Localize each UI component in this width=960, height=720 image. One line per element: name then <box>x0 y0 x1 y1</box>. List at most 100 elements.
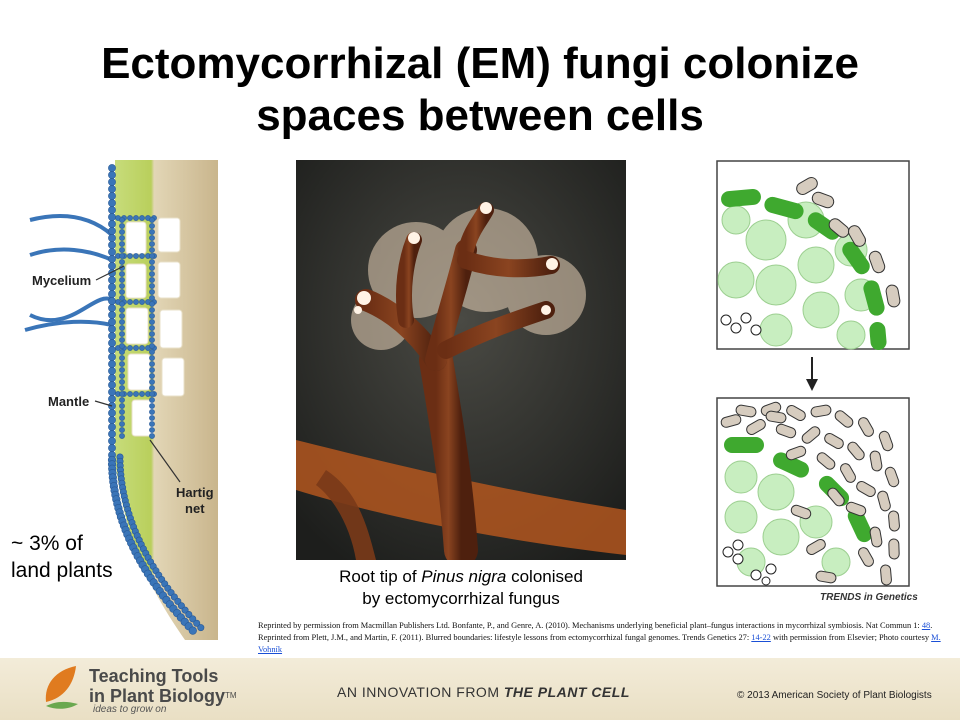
fungal-cell <box>847 441 865 461</box>
fungal-bead <box>119 337 125 343</box>
fungal-cell <box>790 504 812 520</box>
fungal-cell <box>765 410 787 424</box>
fungal-cell <box>880 564 892 586</box>
fungal-bead <box>108 416 116 424</box>
fungal-bead <box>149 277 155 283</box>
label-mantle: Mantle <box>48 394 90 409</box>
fungal-bead <box>108 297 116 305</box>
fungal-cell <box>720 414 742 428</box>
lower-root <box>316 470 376 560</box>
fungal-bead <box>127 345 133 351</box>
fungal-bead <box>108 444 116 452</box>
credit-link-nat-commun[interactable]: 48 <box>921 621 931 630</box>
fungal-hyphae-green <box>721 188 887 350</box>
fungal-cell <box>840 463 856 483</box>
mycelium-hyphae <box>24 213 114 332</box>
fungal-bead <box>149 289 155 295</box>
slide-title-line-2: spaces between cells <box>256 91 704 140</box>
fungal-bead <box>108 360 116 368</box>
fungal-cell <box>810 404 832 418</box>
fungal-bead <box>119 343 125 349</box>
fungal-bead <box>149 271 155 277</box>
fungal-bead <box>149 307 155 313</box>
fungal-bead <box>108 332 116 340</box>
fungal-bead <box>108 276 116 284</box>
fungal-bead <box>149 415 155 421</box>
credit-link-photographer[interactable]: M. Vohník <box>258 633 941 654</box>
label-hartig-line-1: Hartig <box>176 485 214 500</box>
fungal-bead <box>119 421 125 427</box>
fungal-bead <box>149 265 155 271</box>
label-hartig-line-2: net <box>185 501 205 516</box>
caption-species: Pinus nigra <box>421 567 507 586</box>
fungal-bead <box>119 229 125 235</box>
fungal-cell <box>786 405 806 421</box>
fungal-bead <box>133 253 139 259</box>
fungal-cell <box>858 547 874 567</box>
fungal-bead <box>189 615 197 623</box>
slide-title-line-1: Ectomycorrhizal (EM) fungi colonize <box>101 39 859 88</box>
fungal-cell <box>834 410 854 428</box>
fungal-bead <box>149 247 155 253</box>
leaf-logo-icon <box>45 666 78 709</box>
fungal-bead <box>108 395 116 403</box>
fungal-bead <box>149 343 155 349</box>
cell-panel-before <box>716 160 910 350</box>
fungal-bead <box>119 355 125 361</box>
fungal-bead <box>149 427 155 433</box>
fungal-cell <box>806 539 826 555</box>
label-hartig-net: Hartig net <box>176 485 214 517</box>
fungal-bead <box>119 271 125 277</box>
brand-tagline: ideas to grow on <box>93 704 167 715</box>
fungal-bead <box>119 409 125 415</box>
fungal-bead <box>139 253 145 259</box>
fungal-bead <box>108 367 116 375</box>
fungal-bead <box>119 277 125 283</box>
fungal-bead <box>108 423 116 431</box>
fungal-bead <box>119 385 125 391</box>
brand-line-2-text: in Plant Biology <box>89 686 226 706</box>
fungal-bead <box>119 289 125 295</box>
bacteria-clusters <box>722 539 777 586</box>
fungal-cell <box>735 404 757 418</box>
brand-line-2: in Plant BiologyTM <box>89 686 237 706</box>
fungal-bead <box>119 217 125 223</box>
credits-part-3: with permission from Elsevier; Photo cou… <box>770 633 932 642</box>
fungal-cells-grey <box>796 177 901 308</box>
credits-part-2: . Reprinted from Plett, J.M., and Martin… <box>258 621 933 642</box>
fungal-bead <box>149 241 155 247</box>
label-mycelium: Mycelium <box>32 273 92 288</box>
caption-line-2: by ectomycorrhizal fungus <box>362 589 560 608</box>
fungal-bead <box>149 349 155 355</box>
fungal-bead <box>119 361 125 367</box>
caption-suffix: colonised <box>506 567 583 586</box>
fungal-bead <box>108 437 116 445</box>
fungal-bead <box>149 409 155 415</box>
fungal-bead <box>149 433 155 439</box>
fungal-bead <box>108 290 116 298</box>
fungal-bead <box>149 223 155 229</box>
fungal-bead <box>119 391 125 397</box>
fungal-bead <box>119 319 125 325</box>
fungal-bead <box>149 391 155 397</box>
fungal-bead <box>108 171 116 179</box>
fungal-bead <box>108 409 116 417</box>
fungal-bead <box>119 415 125 421</box>
fungal-bead <box>108 325 116 333</box>
fungal-cell <box>888 510 900 532</box>
fungal-bead <box>149 313 155 319</box>
fungal-bead <box>133 215 139 221</box>
fungal-bead <box>108 248 116 256</box>
fungal-bead <box>108 220 116 228</box>
fungal-bead <box>108 199 116 207</box>
fungal-bead <box>108 374 116 382</box>
fungal-bead <box>119 223 125 229</box>
fungal-bead <box>108 311 116 319</box>
footer-bar <box>0 658 960 720</box>
fungal-bead <box>149 403 155 409</box>
fungal-bead <box>119 301 125 307</box>
fungal-bead <box>193 619 201 627</box>
fungal-bead <box>119 403 125 409</box>
fungal-bead <box>139 215 145 221</box>
credit-link-trends-genetics[interactable]: 14-22 <box>751 633 771 642</box>
